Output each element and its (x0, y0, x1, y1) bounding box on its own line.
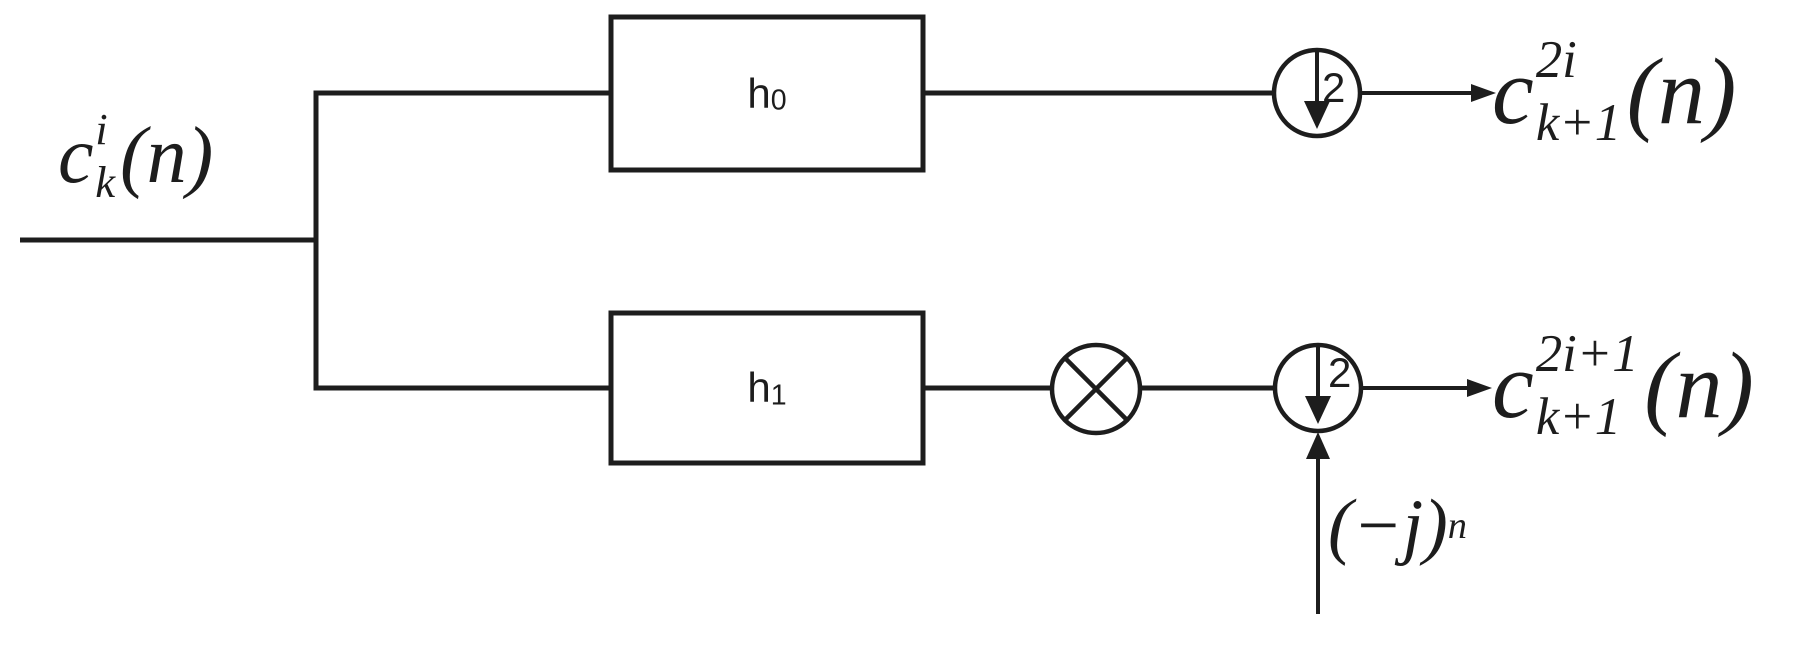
downsample-factor-bottom: 2 (1328, 349, 1351, 396)
output-top-base: c (1492, 40, 1534, 144)
output-signal-label-bottom: c 2i+1 k+1 (n) (1492, 310, 1754, 462)
output-top-argument: (n) (1626, 40, 1737, 144)
input-subscript: k (95, 157, 116, 208)
output-top-scripts: 2i k+1 (1536, 33, 1621, 151)
input-argument: (n) (119, 112, 214, 200)
output-bottom-scripts: 2i+1 k+1 (1536, 327, 1639, 445)
output-top-superscript: 2i (1535, 31, 1577, 90)
output-bottom-arrow-head (1467, 379, 1492, 397)
output-top-arrow-head (1471, 84, 1496, 102)
output-bottom-subscript: k+1 (1535, 387, 1622, 446)
h0-subscript: 0 (770, 84, 787, 117)
input-scripts: i k (95, 103, 116, 208)
modulator-base: (−j) (1328, 485, 1448, 567)
output-bottom-base: c (1492, 334, 1534, 438)
multiplier-x-icon (1063, 356, 1129, 422)
output-signal-label-top: c 2i k+1 (n) (1492, 16, 1736, 168)
input-base: c (58, 112, 94, 200)
h0-base: h (747, 69, 771, 117)
output-bottom-argument: (n) (1644, 334, 1754, 438)
modulator-label: (−j)n (1328, 474, 1467, 578)
h1-base: h (747, 364, 771, 411)
downsample-top-arrow-head (1304, 101, 1330, 129)
output-bottom-superscript: 2i+1 (1535, 325, 1639, 384)
modulator-arrow-head (1306, 432, 1330, 459)
downsample-factor-top: 2 (1322, 64, 1345, 111)
filter-box-h1 (608, 310, 926, 466)
modulator-exponent: n (1447, 504, 1468, 547)
downsample-bottom-arrow-head (1305, 396, 1331, 424)
output-top-subscript: k+1 (1535, 93, 1622, 152)
filter-box-h0 (608, 14, 926, 173)
input-signal-label: c i k (n) (58, 90, 213, 222)
h1-subscript: 1 (770, 379, 787, 412)
input-superscript: i (95, 103, 108, 154)
